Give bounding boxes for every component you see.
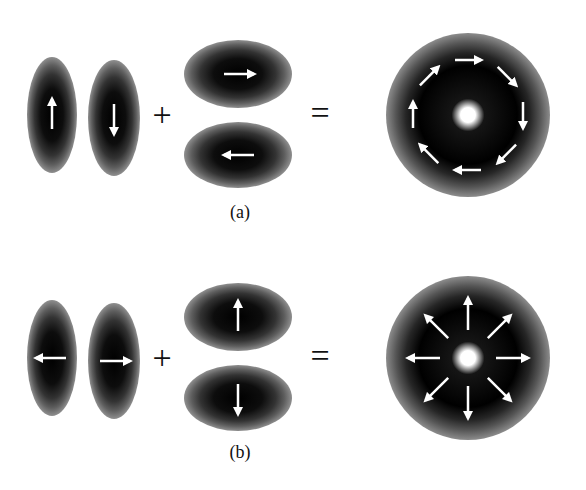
panel-label: (a) <box>230 203 250 221</box>
plus-sign: + <box>152 341 171 375</box>
field-arrow <box>498 67 516 85</box>
mode-lobe <box>184 283 292 351</box>
field-arrow <box>420 145 438 163</box>
field-arrow <box>224 154 254 157</box>
field-arrow <box>113 104 116 134</box>
field-arrow <box>100 360 130 363</box>
field-arrow <box>224 73 254 76</box>
field-arrow <box>426 378 449 401</box>
field-arrow <box>408 357 440 360</box>
field-arrow <box>467 298 470 330</box>
mode-lobe <box>184 40 292 108</box>
field-arrow <box>522 102 525 128</box>
panel-label: (b) <box>230 443 251 461</box>
field-arrow <box>36 357 66 360</box>
field-arrow <box>488 316 511 339</box>
mode-lobe <box>88 303 140 419</box>
field-arrow <box>467 386 470 418</box>
field-arrow <box>51 99 54 129</box>
field-arrow <box>237 301 240 331</box>
donut-mode <box>386 276 550 440</box>
equals-sign: = <box>310 339 329 373</box>
field-arrow <box>426 316 449 339</box>
field-arrow <box>420 67 438 85</box>
mode-lobe <box>184 122 292 188</box>
mode-lobe <box>27 57 77 173</box>
field-arrow <box>412 102 415 128</box>
donut-mode <box>386 33 550 197</box>
field-arrow <box>496 357 528 360</box>
mode-lobe <box>184 365 292 431</box>
field-arrow <box>455 59 481 62</box>
plus-sign: + <box>152 98 171 132</box>
field-arrow <box>237 384 240 414</box>
field-arrow <box>488 378 511 401</box>
field-arrow <box>455 169 481 172</box>
mode-lobe <box>88 60 140 176</box>
mode-lobe <box>27 300 77 416</box>
equals-sign: = <box>310 96 329 130</box>
field-arrow <box>498 145 516 163</box>
